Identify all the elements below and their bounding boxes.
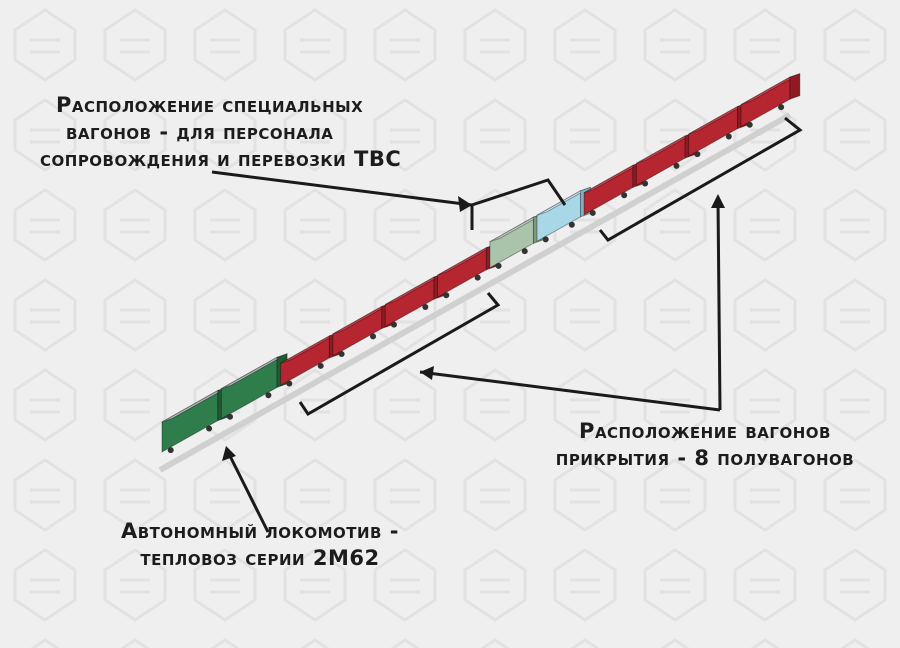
gondola-front-3-wheel-rear — [422, 304, 429, 311]
leader-locomotive — [226, 451, 270, 533]
locomotive-section-2-wheel-front — [227, 413, 234, 420]
gondola-front-2-wheel-rear — [370, 333, 377, 340]
service-car-2-wheel-front — [542, 236, 549, 243]
label-loco-line1: Автономный локомотив - — [120, 519, 399, 543]
gondola-rear-3-wheel-rear — [725, 133, 732, 140]
gondola-front-1-wheel-front — [286, 380, 293, 387]
gondola-rear-1-wheel-front — [589, 209, 596, 216]
locomotive-section-2-wheel-rear — [265, 392, 272, 399]
bracket-rear-gondolas — [598, 116, 803, 242]
gondola-front-4-wheel-rear — [474, 274, 481, 281]
arrowhead-rear — [711, 194, 725, 208]
gondola-front-3-wheel-front — [390, 321, 397, 328]
service-car-2-wheel-rear — [568, 221, 575, 228]
gondola-front-1-wheel-rear — [317, 362, 324, 369]
label-special-line2: вагонов - для персонала — [66, 120, 334, 144]
arrowhead-loco — [222, 446, 236, 461]
label-special-cars: Расположение специальных вагонов - для п… — [40, 92, 401, 173]
label-cover-line1: Расположение вагонов — [579, 419, 831, 443]
service-car-1-wheel-rear — [521, 248, 528, 255]
locomotive-section-1-wheel-rear — [206, 425, 213, 432]
label-special-line1: Расположение специальных — [56, 93, 364, 117]
gondola-rear-2-wheel-front — [642, 180, 649, 187]
label-cover-cars: Расположение вагонов прикрытия - 8 полув… — [520, 418, 890, 472]
gondola-front-4-wheel-front — [443, 292, 450, 299]
leader-special-cars — [211, 170, 473, 207]
label-loco-line2: тепловоз серии 2М62 — [140, 546, 380, 570]
service-car-1-wheel-front — [495, 262, 502, 269]
label-special-line3: сопровождения и перевозки ТВС — [40, 147, 402, 171]
gondola-rear-3-wheel-front — [694, 151, 701, 158]
gondola-rear-2-wheel-rear — [673, 162, 680, 169]
arrowhead-special — [458, 196, 472, 212]
gondola-front-2-wheel-front — [338, 351, 345, 358]
label-locomotive: Автономный локомотив - тепловоз серии 2М… — [90, 518, 430, 572]
label-cover-line2: прикрытия - 8 полувагонов — [555, 446, 855, 470]
bracket-front-gondolas — [298, 292, 501, 416]
leader-cover-to-front — [419, 370, 721, 412]
gondola-rear-4-wheel-front — [746, 121, 753, 128]
gondola-rear-1-wheel-rear — [621, 192, 628, 199]
bracket-special-cars — [470, 178, 567, 230]
leader-cover-to-rear — [716, 199, 722, 411]
gondola-rear-4-wheel-rear — [778, 104, 785, 111]
rail-shadow — [158, 112, 792, 473]
gondola-rear-4-end — [789, 72, 801, 100]
arrowhead-front — [420, 366, 434, 380]
train — [161, 72, 801, 454]
locomotive-section-1-wheel-front — [167, 447, 174, 454]
